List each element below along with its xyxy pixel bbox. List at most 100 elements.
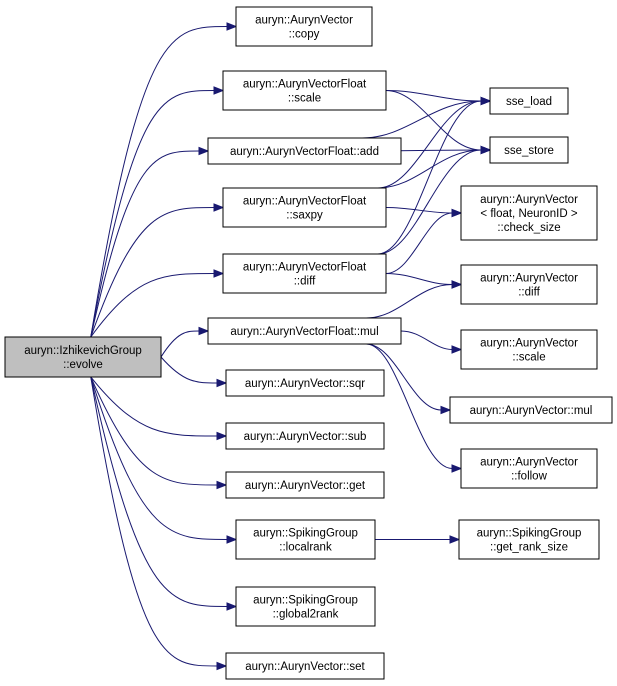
edge-mul_f-to-scale_v [400, 330, 453, 350]
node-box [207, 317, 402, 345]
node-mul_v[interactable]: auryn::AurynVector::mul [449, 396, 613, 424]
edge-evolve-to-scale_f [90, 90, 215, 338]
edge-evolve-to-sqr [160, 356, 218, 384]
node-scale_f[interactable]: auryn::AurynVectorFloat::scale [222, 70, 387, 111]
node-box [489, 136, 569, 164]
node-label: ::scale [512, 352, 545, 364]
arrowhead [213, 269, 225, 278]
edge-diff_f-to-sse_load [377, 100, 482, 255]
edge-diff_f-to-sse_store [377, 149, 482, 255]
node-box [222, 187, 387, 228]
node-copy[interactable]: auryn::AurynVector::copy [235, 6, 373, 47]
node-sub[interactable]: auryn::AurynVector::sub [225, 422, 385, 450]
node-label: auryn::IzhikevichGroup [24, 345, 142, 357]
node-evolve[interactable]: auryn::IzhikevichGroup::evolve [4, 336, 162, 378]
node-box [222, 70, 387, 111]
node-label: auryn::SpikingGroup [253, 595, 358, 607]
node-add_f[interactable]: auryn::AurynVectorFloat::add [207, 137, 402, 165]
nodes: auryn::IzhikevichGroup::evolveauryn::Aur… [4, 6, 613, 680]
node-label: auryn::AurynVector::sub [244, 431, 367, 443]
arrowhead [216, 480, 228, 490]
node-mul_f[interactable]: auryn::AurynVectorFloat::mul [207, 317, 402, 345]
arrowhead [216, 431, 228, 441]
node-set[interactable]: auryn::AurynVector::set [225, 652, 385, 680]
node-box [460, 264, 598, 305]
node-diff_v[interactable]: auryn::AurynVector::diff [460, 264, 598, 305]
edge-evolve-to-add_f [90, 150, 200, 338]
node-label: auryn::SpikingGroup [477, 528, 582, 540]
node-box [222, 253, 387, 294]
node-box [225, 422, 385, 450]
edge-saxpy_f-to-sse_load [377, 100, 482, 189]
arrowhead [480, 145, 492, 155]
edge-saxpy_f-to-check_size [385, 207, 453, 214]
edges [90, 22, 492, 671]
edge-evolve-to-sub [90, 376, 218, 437]
node-label: auryn::AurynVector::get [245, 480, 366, 492]
node-label: auryn::AurynVectorFloat::mul [230, 326, 378, 338]
node-label: auryn::AurynVector [480, 194, 578, 206]
node-label: ::saxpy [286, 210, 323, 222]
node-box [460, 448, 598, 489]
node-label: auryn::AurynVector [480, 273, 578, 285]
node-box [489, 87, 569, 115]
node-box [225, 471, 385, 499]
edge-scale_f-to-sse_load [385, 90, 482, 102]
node-sse_store[interactable]: sse_store [489, 136, 569, 164]
node-box [235, 519, 376, 560]
arrowhead [226, 22, 238, 31]
arrowhead [216, 378, 228, 388]
node-label: auryn::AurynVectorFloat::add [230, 146, 379, 158]
node-box [235, 6, 373, 47]
node-label: ::get_rank_size [490, 542, 568, 554]
node-label: ::follow [511, 471, 547, 483]
arrowhead [440, 405, 452, 415]
arrowhead [213, 203, 225, 212]
node-check_size[interactable]: auryn::AurynVector< float, NeuronID >::c… [460, 185, 598, 241]
node-label: ::check_size [497, 222, 560, 234]
edge-saxpy_f-to-sse_store [377, 149, 482, 189]
node-global2rank[interactable]: auryn::SpikingGroup::global2rank [235, 586, 376, 627]
node-localrank[interactable]: auryn::SpikingGroup::localrank [235, 519, 376, 560]
node-scale_v[interactable]: auryn::AurynVector::scale [460, 329, 598, 370]
edge-evolve-to-mul_f [160, 330, 200, 358]
node-follow[interactable]: auryn::AurynVector::follow [460, 448, 598, 489]
node-box [460, 329, 598, 370]
node-label: auryn::AurynVectorFloat [243, 79, 367, 91]
arrowhead [451, 464, 463, 473]
node-label: ::diff [294, 276, 316, 288]
edge-evolve-to-copy [90, 26, 228, 338]
arrowhead [451, 345, 463, 354]
arrowhead [451, 280, 463, 289]
node-saxpy_f[interactable]: auryn::AurynVectorFloat::saxpy [222, 187, 387, 228]
node-get[interactable]: auryn::AurynVector::get [225, 471, 385, 499]
node-box [460, 185, 598, 241]
arrowhead [226, 535, 238, 544]
node-box [225, 652, 385, 680]
node-label: ::evolve [63, 359, 103, 371]
node-label: auryn::AurynVector [480, 457, 578, 469]
arrowhead [480, 96, 492, 106]
node-label: ::scale [288, 93, 321, 105]
node-get_rank_size[interactable]: auryn::SpikingGroup::get_rank_size [458, 519, 600, 560]
node-label: auryn::AurynVector [255, 15, 353, 27]
node-box [235, 586, 376, 627]
node-label: auryn::AurynVector::sqr [245, 378, 365, 390]
edge-evolve-to-localrank [90, 376, 228, 540]
node-box [458, 519, 600, 560]
arrowhead [216, 661, 228, 671]
node-label: auryn::AurynVector::set [245, 661, 365, 673]
edge-evolve-to-diff_f [90, 273, 215, 338]
node-box [449, 396, 613, 424]
node-sqr[interactable]: auryn::AurynVector::sqr [225, 369, 385, 397]
edge-mul_f-to-follow [366, 343, 453, 469]
arrowhead [226, 602, 238, 611]
node-label: auryn::AurynVectorFloat [243, 196, 367, 208]
edge-evolve-to-global2rank [90, 376, 228, 607]
edge-diff_f-to-diff_v [385, 273, 453, 285]
node-label: sse_load [506, 96, 552, 108]
node-label: ::diff [518, 287, 540, 299]
node-diff_f[interactable]: auryn::AurynVectorFloat::diff [222, 253, 387, 294]
node-sse_load[interactable]: sse_load [489, 87, 569, 115]
node-box [225, 369, 385, 397]
